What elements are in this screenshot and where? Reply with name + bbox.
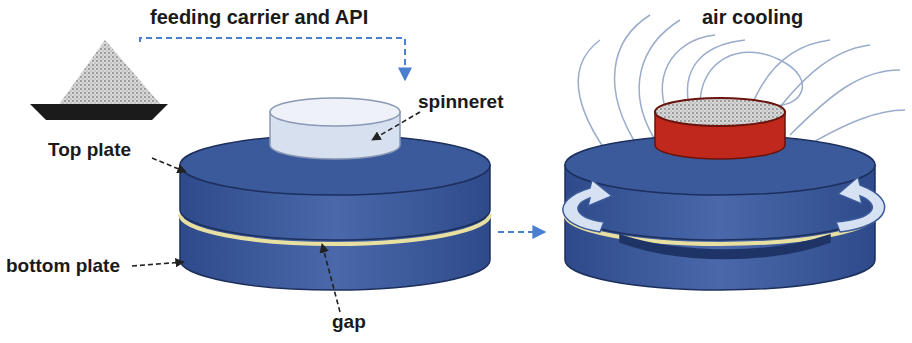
right-device (565, 98, 875, 290)
part-label: gap (332, 312, 366, 333)
left-device (180, 98, 490, 290)
part-label: Top plate (48, 140, 131, 161)
part-label: bottom plate (6, 256, 120, 277)
part-label: air cooling (702, 6, 803, 28)
part-label: spinneret (418, 92, 504, 113)
part-label: feeding carrier and API (150, 6, 368, 28)
